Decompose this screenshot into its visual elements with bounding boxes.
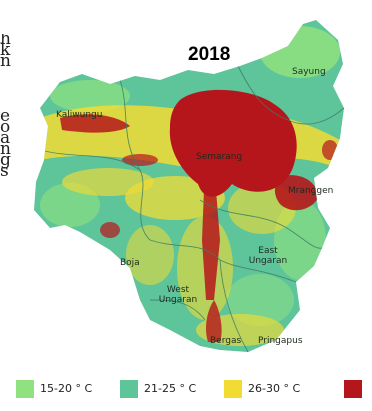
place-label-west-ungaran: West Ungaran bbox=[158, 285, 198, 305]
legend-label: 21-25 ° C bbox=[144, 382, 197, 395]
edge-letter: e bbox=[0, 106, 11, 126]
legend-swatch bbox=[120, 380, 138, 398]
legend-swatch bbox=[16, 380, 34, 398]
legend-label: 15-20 ° C bbox=[40, 382, 93, 395]
edge-letter: n bbox=[0, 51, 11, 71]
edge-letter: g bbox=[0, 150, 11, 170]
place-label-pringapus: Pringapus bbox=[258, 336, 303, 346]
map-region bbox=[34, 20, 344, 352]
legend: 15-20 ° C 21-25 ° C 26-30 ° C bbox=[16, 377, 372, 401]
legend-label: 26-30 ° C bbox=[248, 382, 301, 395]
place-label-kaliwungu: Kaliwungu bbox=[56, 110, 103, 120]
legend-swatch bbox=[344, 380, 362, 398]
edge-letter: a bbox=[0, 128, 11, 148]
edge-letter: h bbox=[0, 34, 11, 49]
place-label-semarang: Semarang bbox=[196, 152, 243, 162]
map-year-label: 2018 bbox=[188, 44, 231, 65]
edge-letter: s bbox=[0, 161, 9, 178]
place-label-east-ungaran: East Ungaran bbox=[248, 246, 288, 266]
edge-letter: n bbox=[0, 139, 11, 159]
edge-letter: o bbox=[0, 117, 11, 137]
legend-swatch bbox=[224, 380, 242, 398]
place-label-boja: Boja bbox=[120, 258, 140, 268]
place-label-bergas: Bergas bbox=[210, 336, 242, 346]
place-label-mranggen: Mranggen bbox=[288, 186, 334, 196]
clipped-side-text: h k n e o a n g s bbox=[0, 34, 14, 177]
place-label-sayung: Sayung bbox=[292, 67, 326, 77]
edge-letter: k bbox=[0, 40, 11, 60]
